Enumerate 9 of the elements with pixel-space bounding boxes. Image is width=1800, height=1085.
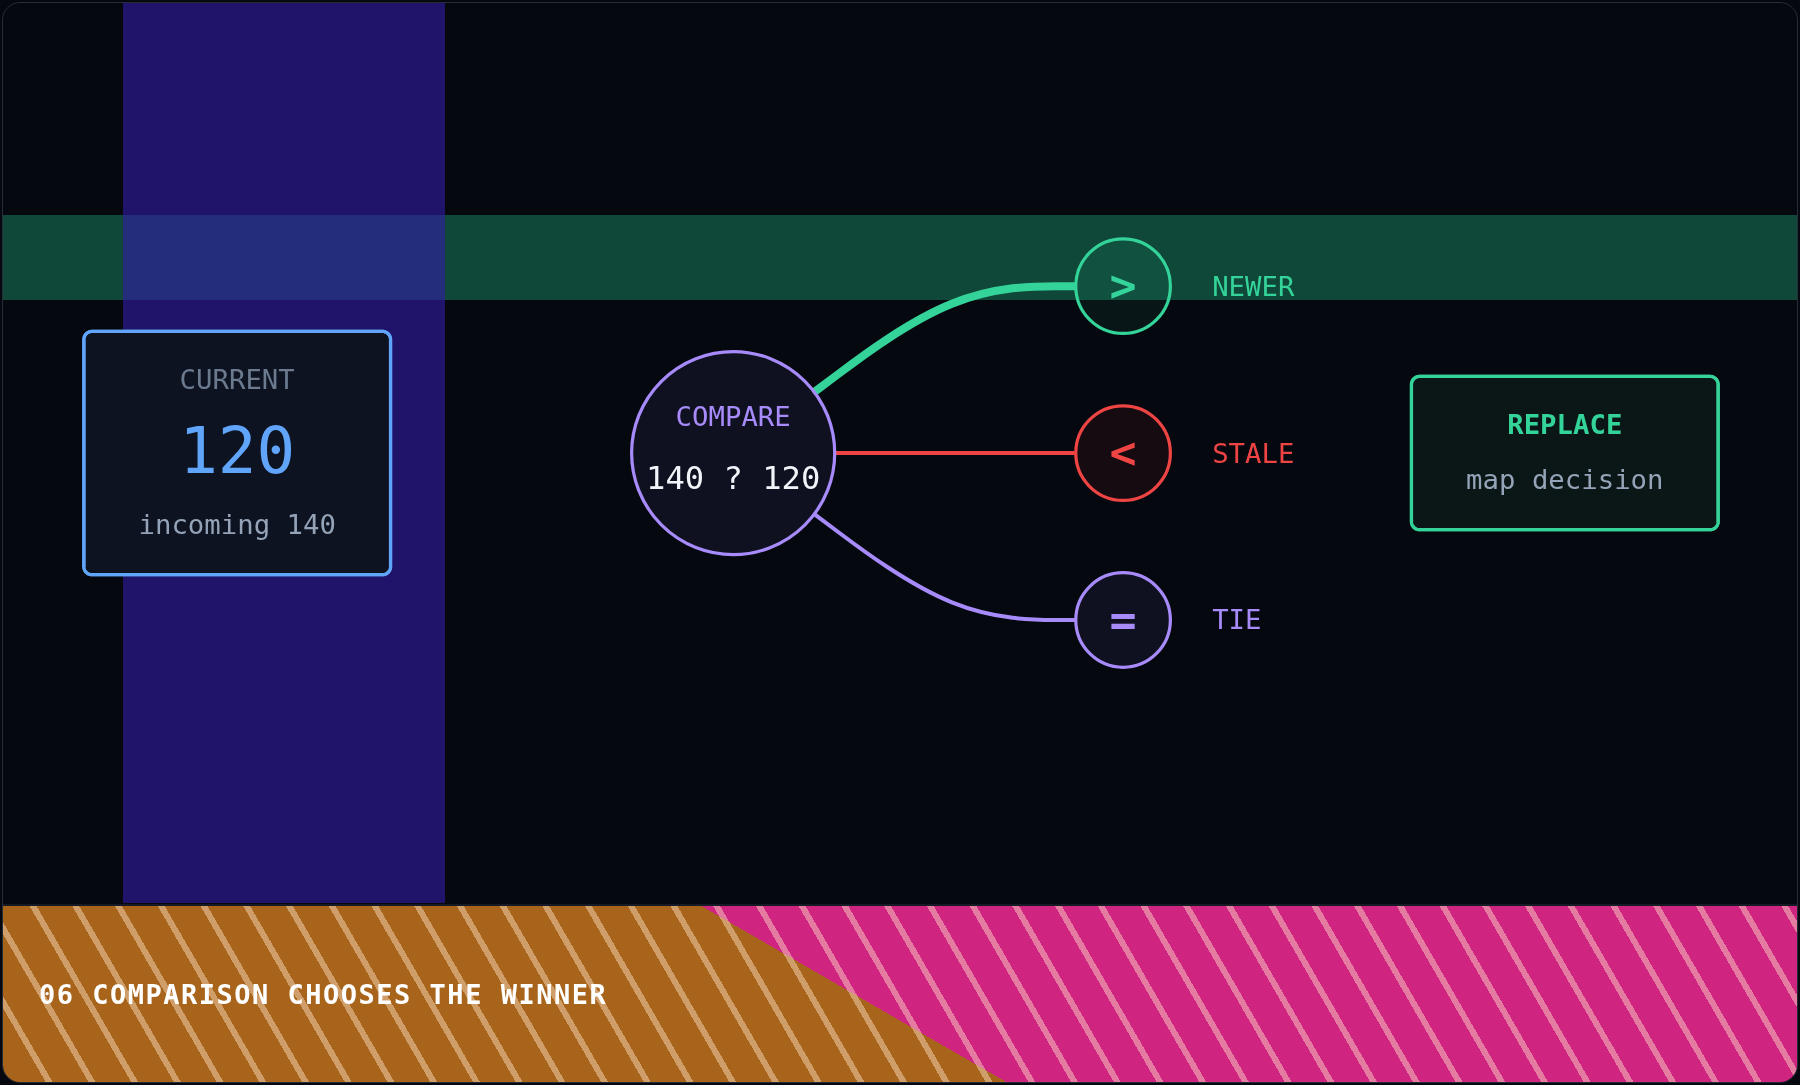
connector — [811, 282, 1076, 396]
caption: 06 COMPARISON CHOOSES THE WINNER — [39, 978, 608, 1010]
node-circle — [1074, 571, 1172, 669]
outcome-label: TIE — [1212, 604, 1262, 636]
outcome-label: NEWER — [1212, 270, 1295, 302]
node-circle — [1074, 237, 1172, 335]
node-circle — [630, 349, 837, 557]
outcome-label: STALE — [1212, 437, 1295, 469]
node-circle — [1074, 404, 1172, 502]
